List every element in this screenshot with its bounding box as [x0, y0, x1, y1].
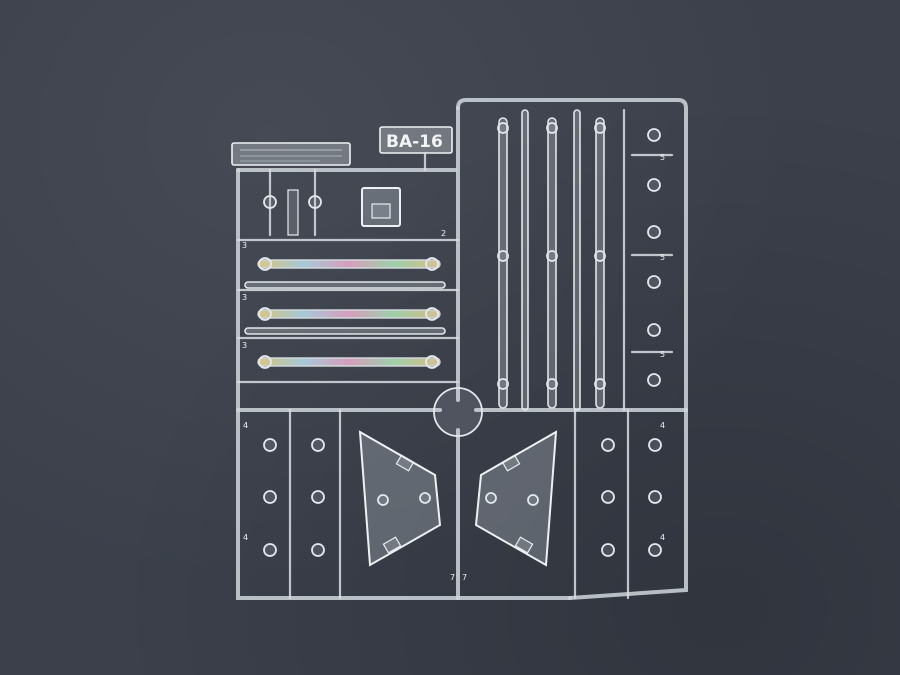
clear-panel-right [474, 430, 558, 567]
sprue-frame [236, 98, 688, 600]
part-number: 4 [660, 421, 665, 430]
clear-panel-left [358, 430, 442, 567]
part-number: 3 [242, 293, 247, 302]
small-parts-top-left [263, 168, 401, 237]
part-number: 4 [660, 533, 665, 542]
part-number: 2 [441, 229, 446, 238]
horizontal-rods: 2 3 3 3 [242, 229, 446, 369]
vertical-rods [497, 109, 606, 411]
part-number: 5 [660, 153, 665, 162]
part-number: 7 [450, 573, 455, 582]
small-parts-lower-left: 4 4 [243, 421, 325, 557]
part-number: 5 [660, 350, 665, 359]
ring-junction [433, 387, 483, 437]
part-code-tag: BA-16 [379, 126, 453, 172]
part-numbers-bottom: 7 7 [450, 573, 467, 582]
part-number: 7 [462, 573, 467, 582]
manufacturer-plate [231, 142, 351, 166]
part-code-label: BA-16 [386, 132, 443, 152]
small-parts-right: 5 5 5 [630, 128, 674, 387]
part-number: 4 [243, 421, 248, 430]
part-number: 5 [660, 253, 665, 262]
part-number: 3 [242, 241, 247, 250]
part-number: 3 [242, 341, 247, 350]
small-parts-lower-right: 4 4 [601, 421, 665, 557]
part-number: 4 [243, 533, 248, 542]
